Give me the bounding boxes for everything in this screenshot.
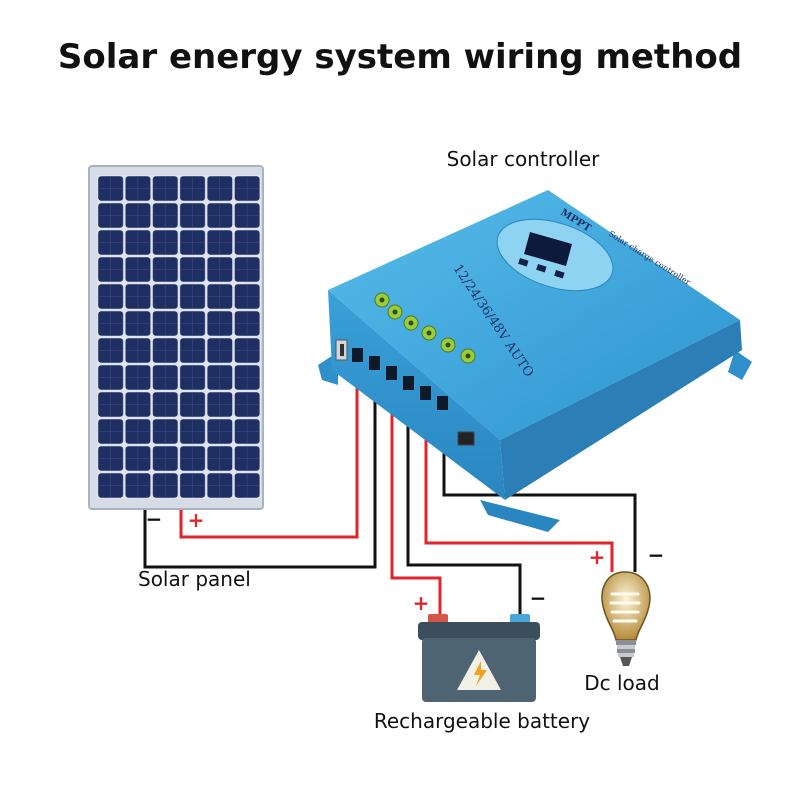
solar-controller: MPPT Solar charge controller 12/24/36/48… bbox=[318, 190, 752, 532]
wire-load-positive bbox=[424, 395, 614, 572]
battery-minus-sign: − bbox=[530, 586, 547, 610]
battery-label: Rechargeable battery bbox=[374, 709, 590, 733]
terminal-screws bbox=[374, 292, 476, 364]
wire-panel-positive bbox=[179, 360, 359, 539]
wire-battery-negative bbox=[406, 385, 522, 617]
wire-battery-positive bbox=[390, 375, 442, 617]
load-minus-sign: − bbox=[648, 543, 665, 567]
battery bbox=[418, 614, 540, 702]
panel-minus-sign: − bbox=[146, 507, 163, 531]
battery-plus-sign: + bbox=[413, 591, 430, 615]
solar-panel bbox=[88, 165, 264, 510]
wire-panel-negative bbox=[143, 368, 377, 569]
panel-plus-sign: + bbox=[188, 508, 205, 532]
controller-label: Solar controller bbox=[447, 147, 601, 171]
load-label: Dc load bbox=[584, 671, 660, 695]
terminal-openings bbox=[352, 348, 448, 410]
load-plus-sign: + bbox=[589, 545, 606, 569]
light-bulb-icon bbox=[601, 571, 651, 666]
page-title: Solar energy system wiring method bbox=[58, 37, 742, 77]
panel-label: Solar panel bbox=[138, 567, 251, 591]
wiring bbox=[143, 360, 637, 617]
